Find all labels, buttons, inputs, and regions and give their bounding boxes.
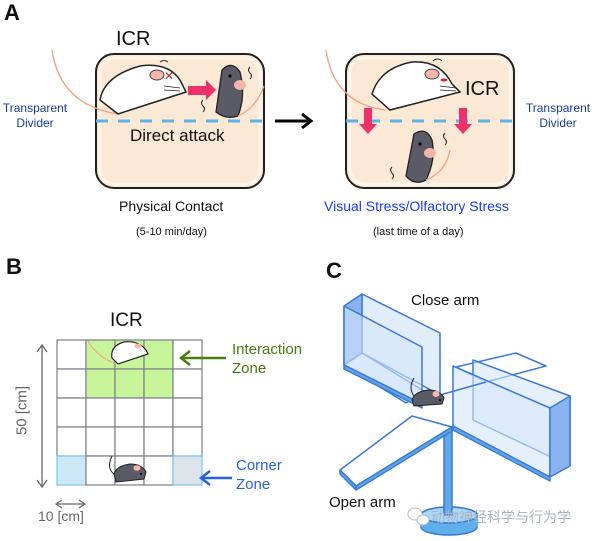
panel-a-letter: A (4, 0, 20, 25)
icr-mouse-left: ✕ (99, 60, 188, 115)
c57-mouse-maze (410, 377, 445, 407)
visual-stress-caption: Visual Stress/Olfactory Stress (324, 198, 509, 214)
interaction-zone-label: Interaction Zone (232, 340, 302, 378)
svg-text:✕: ✕ (164, 69, 174, 83)
height-dimension-arrow (36, 343, 48, 489)
grid-cell (56, 426, 87, 457)
divider-label-left: Transparent Divider (2, 101, 68, 131)
grid-cell (85, 426, 116, 457)
elevated-plus-maze (339, 293, 571, 536)
watermark-text: 动物神经科学与行为学 (431, 510, 571, 526)
open-arm-label: Open arm (329, 494, 396, 511)
grid-cell (143, 426, 174, 457)
grid-cell (172, 426, 203, 457)
open-field-grid (56, 339, 203, 486)
divider-label-left-line2: Divider (16, 116, 54, 130)
corner-zone-cell (172, 455, 203, 486)
stress-arrows (359, 108, 472, 134)
physical-contact-duration: (5-10 min/day) (136, 226, 207, 238)
panel-c-letter: C (326, 258, 342, 283)
right-cage-title: ICR (465, 78, 500, 100)
sequence-arrow (275, 112, 314, 130)
grid-title: ICR (110, 310, 143, 331)
grid-cell (56, 397, 87, 428)
close-arm-label: Close arm (411, 292, 480, 309)
c57-mouse-grid (108, 455, 147, 483)
corner-zone-label: Corner Zone (236, 456, 282, 494)
corner-zone-label-line1: Corner (236, 457, 282, 474)
grid-cell (114, 397, 145, 428)
grid-cell (114, 426, 145, 457)
divider-label-right-line1: Transparent (525, 101, 591, 115)
height-label: 50 [cm] (13, 385, 31, 436)
grid-cell (172, 368, 203, 399)
grid-cell (85, 397, 116, 428)
attack-arrow (188, 80, 216, 100)
c57-mouse-left (201, 64, 265, 118)
interaction-zone-arrow (178, 350, 226, 366)
direct-attack-label: Direct attack (130, 126, 225, 145)
grid-cell (172, 397, 203, 428)
icr-tail-right (325, 49, 387, 111)
maze-pole (443, 426, 453, 516)
divider-label-right: Transparent Divider (518, 101, 598, 131)
left-cage-title: ICR (116, 28, 151, 50)
grid-cell (56, 368, 87, 399)
grid-cell (143, 397, 174, 428)
width-dimension-arrow (54, 499, 87, 509)
corner-zone-arrow (198, 470, 232, 486)
wechat-icon (407, 507, 430, 526)
icr-mouse-right (371, 58, 462, 111)
interaction-zone-cell (85, 368, 116, 399)
physical-contact-caption: Physical Contact (119, 198, 224, 214)
interaction-zone-label-line2: Zone (232, 360, 267, 377)
icr-tail-left (51, 49, 119, 115)
panel-b-letter: B (6, 254, 22, 279)
interaction-zone-cell (143, 368, 174, 399)
interaction-zone-cell (114, 368, 145, 399)
divider-label-right-line2: Divider (539, 116, 577, 130)
grid-cell (143, 455, 174, 486)
open-arm-left (339, 415, 453, 487)
corner-zone-cell (56, 455, 87, 486)
interaction-zone-label-line1: Interaction (232, 341, 303, 358)
corner-zone-label-line2: Zone (236, 476, 271, 493)
grid-cell (56, 339, 87, 370)
visual-stress-duration: (last time of a day) (373, 226, 464, 238)
width-label: 10 [cm] (38, 508, 84, 524)
c57-mouse-right (390, 130, 451, 183)
icr-mouse-grid (87, 340, 149, 365)
divider-label-left-line1: Transparent (2, 101, 68, 115)
